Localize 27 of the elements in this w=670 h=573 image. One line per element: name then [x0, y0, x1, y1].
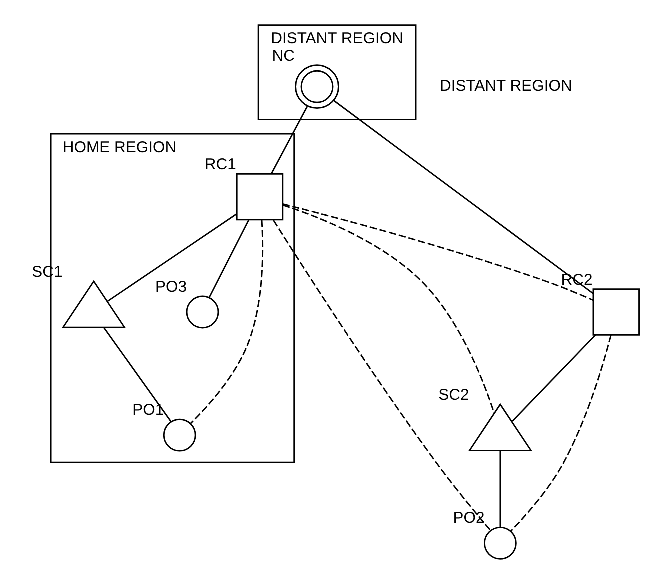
node-box: [592, 288, 640, 336]
connector: [270, 106, 308, 174]
connector: [510, 335, 612, 532]
node-label: PO3: [155, 278, 187, 296]
connector: [282, 203, 594, 302]
node-label: SC2: [438, 386, 469, 404]
connector: [511, 334, 596, 422]
node-circle: [162, 418, 196, 452]
connector: [190, 220, 264, 424]
node-label: PO1: [132, 402, 164, 420]
connector: [333, 100, 594, 294]
connector: [272, 220, 491, 531]
connector: [282, 204, 494, 414]
connector: [208, 220, 250, 298]
connector: [499, 450, 501, 528]
node-triangle: [468, 403, 532, 452]
node-circle: [294, 64, 339, 110]
connector: [103, 328, 172, 422]
node-box: [236, 173, 284, 221]
node-label: PO2: [452, 510, 484, 528]
node-triangle: [61, 280, 126, 328]
node-label: NC: [272, 48, 294, 65]
connector: [106, 214, 237, 302]
node-circle: [186, 296, 219, 329]
node-label: RC1: [204, 156, 236, 174]
label: DISTANT REGION: [440, 78, 572, 95]
node-circle: [484, 526, 516, 560]
